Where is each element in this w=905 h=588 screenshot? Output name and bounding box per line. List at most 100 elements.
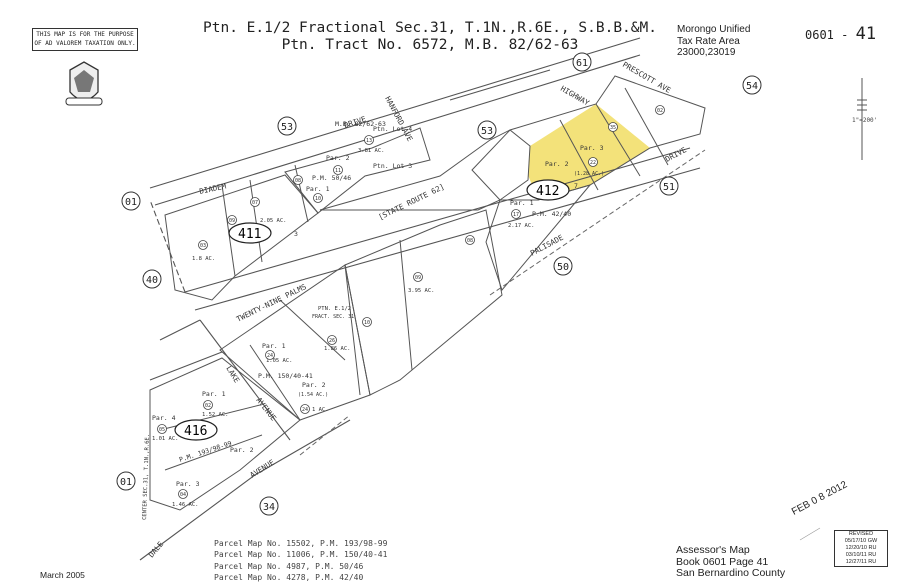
adjacent-page[interactable]: 51 [663, 182, 675, 193]
label-ac: 1.86 AC. [324, 346, 351, 352]
parcel-number[interactable]: 09 [415, 275, 421, 281]
parcel-number[interactable]: 02 [657, 108, 663, 114]
adjacent-page[interactable]: 50 [557, 262, 569, 273]
label-ac: 3.81 AC. [358, 148, 385, 154]
book-411-label: 411 [238, 227, 261, 242]
label-par3: Par. 3 [176, 480, 200, 488]
label-ptn-lot4: Ptn. Lot 4 [373, 125, 412, 133]
label-ac: 2.05 AC. [260, 218, 287, 224]
book-page-number: 0601 - 41 [805, 24, 876, 44]
title-line-1: Ptn. E.1/2 Fractional Sec.31, T.1N.,R.6E… [203, 20, 657, 36]
parcel-number[interactable]: 17 [513, 212, 519, 218]
tax-district: Morongo Unified Tax Rate Area 23000,2301… [677, 24, 750, 59]
adjacent-page-circles [116, 52, 762, 516]
parcel-number[interactable]: 35 [610, 125, 616, 131]
parcel-number[interactable]: 24 [302, 407, 308, 413]
assessor-line-3: San Bernardino County [676, 567, 786, 579]
label-ptn-lot3: Ptn. Lot 3 [373, 162, 412, 170]
adjacent-page[interactable]: 34 [263, 502, 275, 513]
label-ac: 1.05 AC. [266, 358, 293, 364]
assessor-line-2: Book 0601 Page 41 [676, 555, 769, 568]
parcel-number[interactable]: 02 [205, 403, 211, 409]
tax-rate-areas: 23000,23019 [677, 47, 736, 58]
stamp-line [799, 527, 821, 541]
north-arrow-icon [857, 78, 867, 160]
adjacent-page[interactable]: 54 [746, 81, 758, 92]
label-pm: P.M. 150/40-41 [258, 372, 313, 380]
label-par1: Par. 1 [262, 342, 286, 350]
book-412-oval: 412 [526, 179, 570, 201]
assessor-line-1: Assessor's Map [676, 544, 750, 556]
street-drive-right: DRIVE [664, 145, 689, 164]
revised-date: 12/27/11 RU [845, 559, 877, 565]
label-pm: P.M. 42/40 [532, 210, 571, 218]
disclaimer-text: THIS MAP IS FOR THE PURPOSE OF AD VALORE… [34, 31, 136, 47]
parcel-map-ref: Parcel Map No. 4987, P.M. 50/46 [214, 561, 364, 571]
label-fract: FRACT. SEC. 31 [312, 314, 354, 320]
parcel-numbers: 13 11 08 10 07 09 03 08 09 10 26 24 24 0… [159, 108, 663, 498]
street-dale: DALE [147, 539, 166, 559]
parcel-number[interactable]: 13 [366, 138, 372, 144]
tax-rate-area-label: Tax Rate Area [677, 35, 740, 47]
county-seal-icon [65, 61, 103, 106]
scale-label: 1"=200' [852, 117, 877, 124]
map-title: Ptn. E.1/2 Fractional Sec.31, T.1N.,R.6E… [200, 20, 660, 54]
label-pm: P.M. 50/46 [312, 174, 351, 182]
adjacent-page[interactable]: 53 [481, 126, 493, 137]
street-avenue-low: AVENUE [248, 457, 276, 479]
revised-date: 03/10/11 RU [845, 552, 877, 558]
parcel-number[interactable]: 03 [200, 243, 206, 249]
parcel-number[interactable]: 22 [590, 160, 596, 166]
page-number: 41 [855, 24, 877, 44]
parcel-number[interactable]: 07 [252, 200, 258, 206]
label-ac: 1.46 AC. [172, 502, 199, 508]
parcel-number[interactable]: 11 [335, 168, 341, 174]
parcel-number[interactable]: 10 [315, 196, 321, 202]
street-highway: HIGHWAY [559, 84, 591, 108]
label-pm: P.M. 193/98-99 [178, 439, 233, 464]
parcel-map-references: Parcel Map No. 15502, P.M. 193/98-99 Par… [214, 538, 387, 583]
map-date: March 2005 [40, 570, 85, 580]
label-par4: Par. 4 [152, 414, 176, 422]
label-lot: 3 [294, 230, 298, 238]
revision-box: REVISED 05/17/10 GW 12/20/10 RU 03/10/11… [834, 530, 888, 567]
label-par2: Par. 2 [302, 381, 326, 389]
adjacent-page[interactable]: 53 [281, 122, 293, 133]
label-lot: 7 [574, 182, 578, 190]
label-par1: Par. 1 [510, 199, 534, 207]
label-par1: Par. 1 [306, 185, 330, 193]
book-412-label: 412 [536, 184, 559, 199]
street-state-route: [STATE ROUTE 62] [377, 182, 446, 222]
disclaimer-box: THIS MAP IS FOR THE PURPOSE OF AD VALORE… [32, 28, 138, 51]
parcel-number[interactable]: 24 [267, 353, 273, 359]
label-ptn: PTN. E.1/2 [318, 306, 351, 312]
label-par2: Par. 2 [326, 154, 350, 162]
revised-date: 05/17/10 GW [844, 538, 878, 544]
label-par2: Par. 2 [545, 160, 569, 168]
adjacent-page[interactable]: 40 [146, 275, 158, 286]
label-par2: Par. 2 [230, 446, 254, 454]
parcel-number[interactable]: 08 [467, 238, 473, 244]
section-center-line: CENTER SEC.31, T.1N.,R.6E. [142, 434, 151, 520]
adjacent-page[interactable]: 01 [125, 197, 137, 208]
district-name: Morongo Unified [677, 24, 751, 35]
highlighted-parcel[interactable] [528, 104, 650, 200]
parcel-number[interactable]: 26 [329, 338, 335, 344]
adjacent-page-numbers: 61 53 53 54 51 01 40 50 01 34 [120, 58, 758, 513]
parcel-number[interactable]: 09 [229, 218, 235, 224]
section-line [299, 149, 706, 456]
adjacent-page[interactable]: 61 [576, 58, 588, 69]
parcel-number[interactable]: 08 [295, 178, 301, 184]
book-416-label: 416 [184, 424, 207, 439]
revised-title: REVISED [848, 531, 874, 537]
label-ac: (1.28 AC.) [574, 171, 604, 177]
parcel-number[interactable]: 05 [159, 427, 165, 433]
label-ac: 2.17 AC. [508, 223, 535, 229]
parcel-map-ref: Parcel Map No. 11006, P.M. 150/40-41 [214, 550, 388, 560]
book-416-oval: 416 [174, 419, 218, 441]
parcel-number[interactable]: 04 [180, 492, 186, 498]
road-lines [139, 37, 701, 561]
parcel-number[interactable]: 10 [364, 320, 370, 326]
adjacent-page[interactable]: 01 [120, 477, 132, 488]
street-hanford: HANFORD AVE [383, 95, 414, 144]
